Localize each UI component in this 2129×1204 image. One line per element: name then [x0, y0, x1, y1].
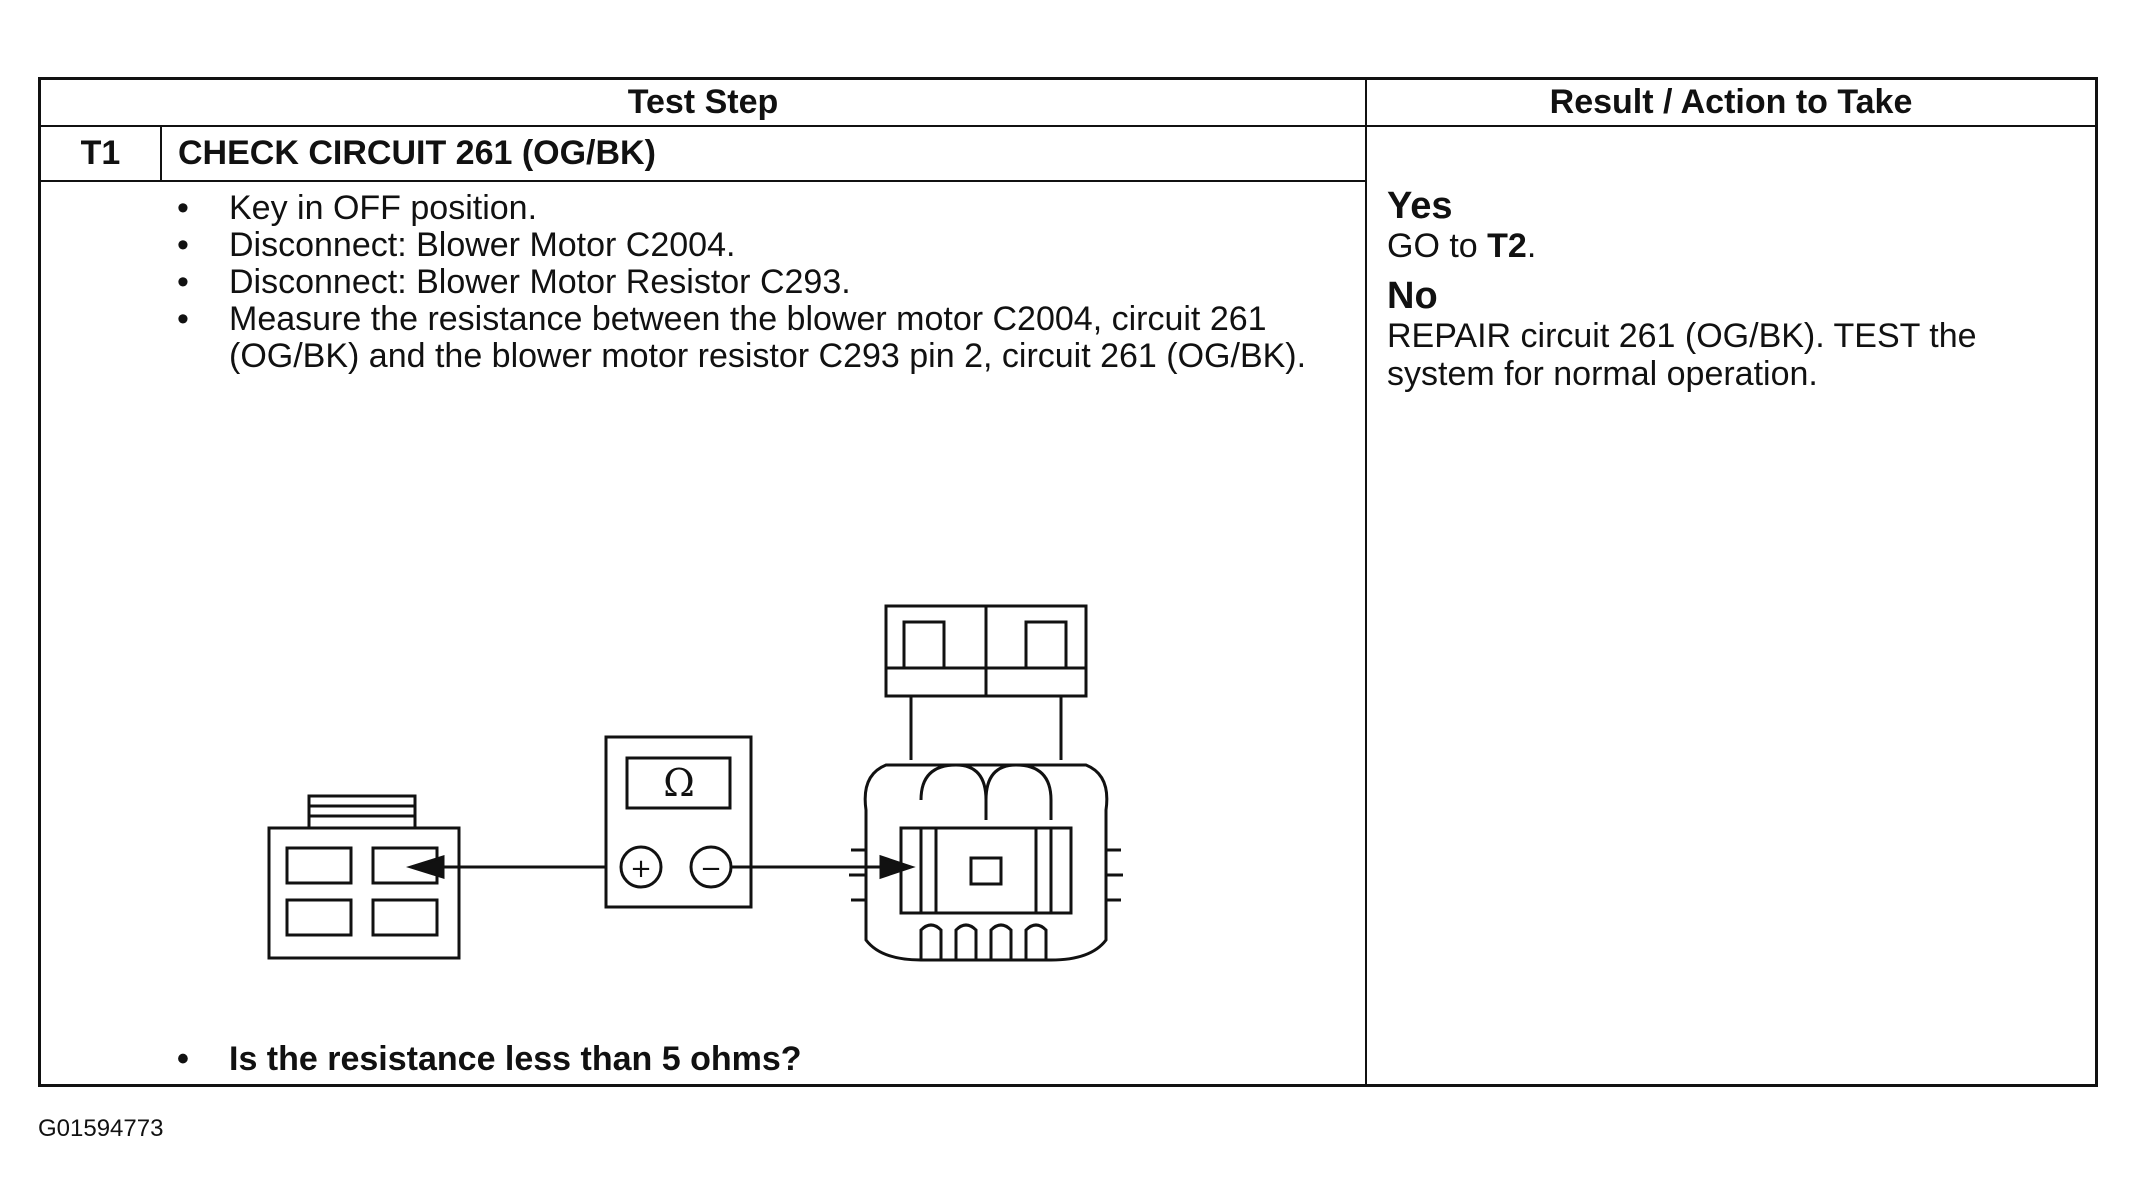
test-step-table: Test Step T1 CHECK CIRCUIT 261 (OG/BK) •…	[38, 77, 2098, 1087]
result-block: Yes GO to T2. No REPAIR circuit 261 (OG/…	[1387, 185, 2087, 393]
result-header: Result / Action to Take	[1367, 80, 2095, 127]
bullet: •	[177, 1040, 189, 1078]
step-id: T1	[41, 127, 162, 180]
figure-code: G01594773	[38, 1115, 164, 1142]
test-question: • Is the resistance less than 5 ohms?	[173, 1040, 802, 1079]
blower-motor-resistor-icon	[849, 604, 1123, 962]
instruction-list: • Key in OFF position. • Disconnect: Blowe…	[173, 190, 1353, 375]
no-action: REPAIR circuit 261 (OG/BK). TEST the sys…	[1387, 317, 1977, 393]
question-text: Is the resistance less than 5 ohms?	[229, 1040, 802, 1078]
probe-tip-right	[879, 854, 916, 880]
instruction-item: • Disconnect: Blower Motor C2004.	[173, 227, 1353, 264]
probe-tip-left	[405, 854, 445, 880]
yes-action: GO to T2.	[1387, 227, 2087, 265]
yes-target-link[interactable]: T2	[1487, 227, 1527, 265]
yes-suffix: .	[1526, 227, 1537, 265]
bullet: •	[177, 226, 189, 264]
instruction-text: Disconnect: Blower Motor C2004.	[229, 226, 736, 264]
step-title: CHECK CIRCUIT 261 (OG/BK)	[178, 134, 656, 172]
yes-prefix: GO to	[1387, 227, 1488, 265]
bullet: •	[177, 300, 189, 338]
test-step-column: Test Step T1 CHECK CIRCUIT 261 (OG/BK) •…	[41, 80, 1367, 1084]
bullet: •	[177, 189, 189, 227]
instruction-text: Measure the resistance between the blowe…	[229, 300, 1307, 375]
step-row: T1 CHECK CIRCUIT 261 (OG/BK)	[41, 127, 1365, 182]
test-step-header: Test Step	[41, 80, 1365, 127]
bullet: •	[177, 263, 189, 301]
blower-motor-connector-icon	[267, 794, 461, 960]
plus-terminal-label: +	[630, 854, 652, 884]
instruction-text: Key in OFF position.	[229, 189, 538, 227]
instruction-item: • Key in OFF position.	[173, 190, 1353, 227]
minus-terminal-label: −	[700, 854, 722, 884]
yes-label: Yes	[1387, 185, 1453, 227]
resistance-test-diagram: Ω + −	[267, 604, 1123, 962]
result-column: Result / Action to Take Yes GO to T2. No…	[1367, 80, 2095, 1084]
no-label: No	[1387, 275, 1438, 317]
instruction-item: • Disconnect: Blower Motor Resistor C293.	[173, 264, 1353, 301]
instruction-item: • Measure the resistance between the blow…	[173, 301, 1353, 375]
ohm-symbol: Ω	[663, 761, 695, 805]
instruction-text: Disconnect: Blower Motor Resistor C293.	[229, 263, 851, 301]
